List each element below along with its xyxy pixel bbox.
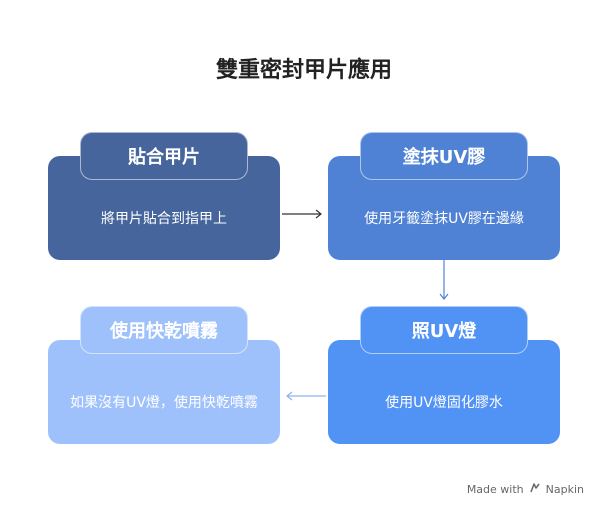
step-2-label: 塗抹UV膠 [402, 147, 486, 168]
step-4-label: 使用快乾噴霧 [110, 321, 218, 342]
step-2-description: 使用牙籤塗抹UV膠在邊緣 [364, 211, 524, 227]
step-1-label: 貼合甲片 [128, 147, 200, 168]
step-2-tab: 塗抹UV膠 [360, 132, 528, 180]
step-3-label: 照UV燈 [411, 321, 477, 342]
napkin-brand: Napkin [545, 483, 584, 496]
step-1-tab: 貼合甲片 [80, 132, 248, 180]
napkin-logo-icon [529, 482, 541, 497]
napkin-credit[interactable]: Made with Napkin [467, 482, 584, 497]
diagram-title: 雙重密封甲片應用 [215, 58, 392, 83]
step-4-card: 如果沒有UV燈，使用快乾噴霧 [48, 340, 280, 444]
step-4-tab: 使用快乾噴霧 [80, 306, 248, 354]
step-1-description: 將甲片貼合到指甲上 [101, 211, 227, 227]
step-3-card: 使用UV燈固化膠水 [328, 340, 560, 444]
arrow-step2-to-step3 [439, 260, 449, 300]
step-4-description: 如果沒有UV燈，使用快乾噴霧 [70, 395, 258, 411]
step-3-description: 使用UV燈固化膠水 [385, 395, 503, 411]
arrow-step3-to-step4 [286, 391, 326, 401]
arrow-step1-to-step2 [282, 209, 322, 219]
step-3-tab: 照UV燈 [360, 306, 528, 354]
made-with-text: Made with [466, 483, 524, 496]
